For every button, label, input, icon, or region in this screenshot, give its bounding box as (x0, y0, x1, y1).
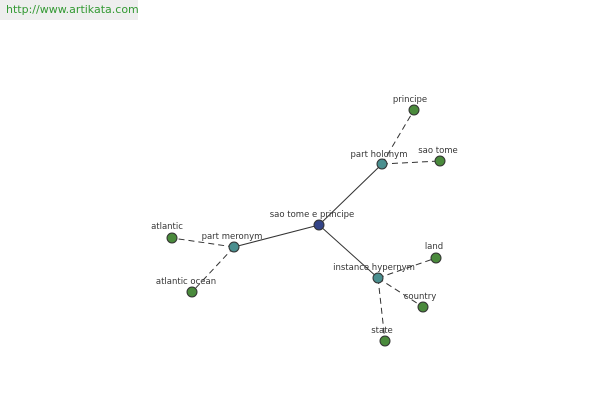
edge-hypernym-state (377, 277, 386, 342)
node-label-hypernym: instance hypernym (333, 263, 415, 273)
node-hypernym[interactable] (372, 272, 384, 284)
watermark-banner: http://www.artikata.com (0, 0, 139, 20)
graph-nodes (166, 104, 446, 347)
node-country[interactable] (417, 301, 429, 313)
node-label-holonym: part holonym (351, 150, 408, 160)
node-label-root: sao tome e principe (270, 210, 355, 220)
node-label-atlanticocean: atlantic ocean (156, 277, 216, 287)
node-label-meronym: part meronym (202, 232, 263, 242)
node-principe[interactable] (408, 104, 420, 116)
edge-holonym-principe (381, 109, 415, 165)
node-label-state: state (371, 326, 393, 336)
edge-hypernym-land (377, 257, 437, 279)
node-label-land: land (425, 242, 443, 252)
node-label-atlantic: atlantic (151, 222, 183, 232)
node-land[interactable] (430, 252, 442, 264)
node-label-principe: principe (393, 95, 427, 105)
edge-meronym-atlanticocean (191, 246, 235, 293)
node-root[interactable] (313, 219, 325, 231)
node-atlanticocean[interactable] (186, 286, 198, 298)
node-meronym[interactable] (228, 241, 240, 253)
edge-holonym-saotome (381, 160, 441, 165)
node-label-saotome: sao tome (418, 146, 458, 156)
edge-root-holonym (318, 163, 383, 226)
graph-labels: sao tome e principe part holonym part mero… (151, 95, 458, 336)
graph-edges (171, 109, 441, 342)
edge-meronym-atlantic (171, 237, 235, 248)
node-label-country: country (404, 292, 437, 302)
edge-root-hypernym (318, 224, 379, 279)
node-atlantic[interactable] (166, 232, 178, 244)
node-state[interactable] (379, 335, 391, 347)
edge-hypernym-country (377, 277, 424, 308)
watermark-link[interactable]: http://www.artikata.com (6, 3, 139, 16)
node-saotome[interactable] (434, 155, 446, 167)
node-holonym[interactable] (376, 158, 388, 170)
edge-root-meronym (233, 224, 320, 248)
